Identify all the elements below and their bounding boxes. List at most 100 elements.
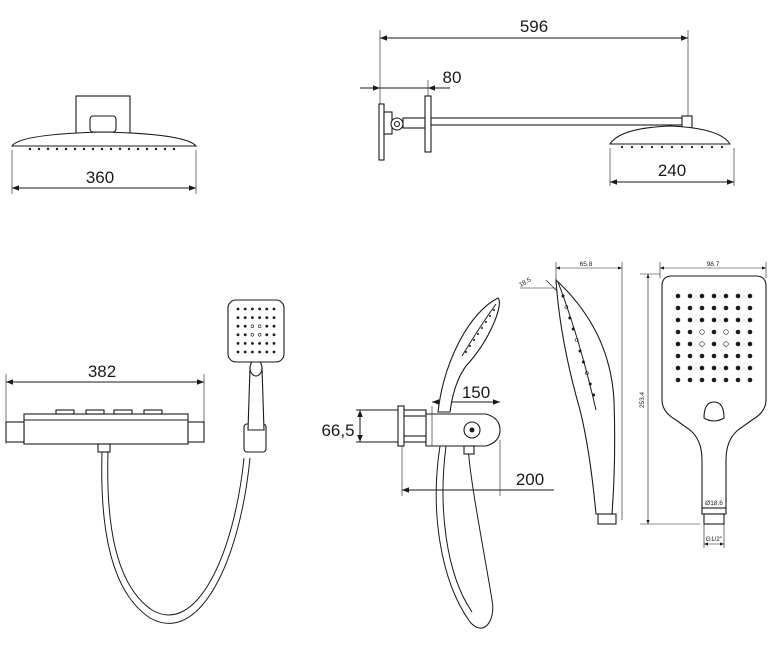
spray-nozzle xyxy=(699,293,705,299)
shower-arm-side-view: 596 80 240 xyxy=(360,17,735,186)
overhead-head-side xyxy=(609,125,731,145)
mixer-body-side xyxy=(425,413,501,447)
handset-side xyxy=(437,297,500,413)
spray-nozzle xyxy=(265,307,269,311)
hose-loop-side xyxy=(435,445,494,629)
spray-nozzle xyxy=(747,365,753,371)
spray-nozzle xyxy=(250,333,255,337)
spray-nozzle xyxy=(620,145,624,149)
mount-bracket xyxy=(89,115,117,133)
spray-nozzle xyxy=(723,329,729,335)
spray-nozzle xyxy=(711,341,717,347)
spray-nozzle xyxy=(574,338,579,342)
handset-face-line xyxy=(461,303,497,357)
handset-spray-dots xyxy=(561,294,596,397)
spray-nozzle xyxy=(723,341,729,347)
spray-nozzle xyxy=(711,293,717,299)
spray-nozzle xyxy=(465,351,467,353)
overhead-shower-front-view: 360 xyxy=(10,95,198,194)
spray-nozzle xyxy=(675,377,681,383)
spray-nozzle xyxy=(735,329,741,335)
spray-nozzle xyxy=(711,317,717,323)
spray-nozzle xyxy=(257,333,262,337)
spray-nozzle xyxy=(723,365,729,371)
spray-nozzle xyxy=(485,321,487,323)
spray-nozzle xyxy=(118,147,122,151)
spray-nozzle xyxy=(588,382,592,386)
spray-nozzle xyxy=(236,324,240,328)
spray-nozzle xyxy=(236,307,240,311)
spray-nozzle xyxy=(687,353,693,359)
spray-nozzle xyxy=(250,324,255,328)
spray-nozzle xyxy=(700,145,704,149)
spray-nozzle xyxy=(265,350,269,354)
spray-nozzle xyxy=(735,317,741,323)
spray-nozzle xyxy=(675,293,681,299)
mixer-side-view: 66,5 150 200 xyxy=(321,297,554,629)
dim-label-thread: G1/2" xyxy=(706,536,723,543)
spray-nozzle xyxy=(251,342,254,345)
spray-nozzle xyxy=(145,147,149,151)
spray-nozzle xyxy=(687,341,693,347)
shower-arm xyxy=(430,117,689,126)
dim-label-382: 382 xyxy=(88,362,116,381)
handset-spray-dots xyxy=(236,307,276,354)
spray-nozzle xyxy=(710,145,714,149)
spray-nozzle xyxy=(687,377,693,383)
spray-nozzle xyxy=(723,317,729,323)
spray-nozzle xyxy=(272,350,276,354)
nozzle-row xyxy=(620,145,724,149)
spray-nozzle xyxy=(687,365,693,371)
handset-spray-dots xyxy=(675,293,753,383)
spray-nozzle xyxy=(687,329,693,335)
spray-nozzle xyxy=(37,147,41,151)
spray-nozzle xyxy=(747,377,753,383)
spray-nozzle xyxy=(735,305,741,311)
spray-nozzle xyxy=(711,329,717,335)
spray-nozzle xyxy=(136,147,140,151)
handset-thread xyxy=(597,513,617,525)
spray-nozzle xyxy=(154,147,158,151)
spray-nozzle xyxy=(109,147,113,151)
spray-nozzle xyxy=(251,307,254,311)
dim-label-240: 240 xyxy=(658,161,686,180)
spray-nozzle xyxy=(747,341,753,347)
spray-nozzle xyxy=(243,307,247,311)
spray-nozzle xyxy=(100,147,104,151)
pivot-screw xyxy=(393,120,401,128)
spray-nozzle xyxy=(564,305,569,309)
spray-nozzle xyxy=(91,147,95,151)
spray-nozzle xyxy=(258,350,261,354)
inlet-connector xyxy=(403,435,427,443)
spray-nozzle xyxy=(272,333,276,337)
spray-nozzle xyxy=(251,350,254,354)
spray-nozzle xyxy=(265,342,269,345)
spray-nozzle xyxy=(720,145,724,149)
hose-outlet xyxy=(97,443,111,453)
spray-nozzle xyxy=(265,324,269,328)
spray-nozzle xyxy=(258,342,261,345)
spray-nozzle xyxy=(699,353,705,359)
spray-nozzle xyxy=(699,305,705,311)
spray-nozzle xyxy=(711,353,717,359)
spray-nozzle xyxy=(82,147,86,151)
spray-nozzle xyxy=(747,317,753,323)
spray-nozzle xyxy=(723,293,729,299)
spray-nozzle xyxy=(265,333,269,337)
spray-nozzle xyxy=(699,317,705,323)
handset-side-detail: 65.8 18.5 xyxy=(518,261,623,525)
spray-nozzle xyxy=(687,305,693,311)
spray-nozzle xyxy=(699,365,705,371)
spray-nozzle xyxy=(687,293,693,299)
arm-collar xyxy=(402,117,426,129)
spray-nozzle xyxy=(258,316,261,319)
mode-button xyxy=(703,401,725,422)
mixer-front-view: 382 xyxy=(5,299,285,624)
dim-label-360: 360 xyxy=(86,168,114,187)
spray-nozzle xyxy=(670,145,674,149)
spray-nozzle xyxy=(257,324,262,328)
spray-nozzle xyxy=(73,147,77,151)
spray-nozzle xyxy=(630,145,634,149)
spray-nozzle xyxy=(473,339,475,341)
